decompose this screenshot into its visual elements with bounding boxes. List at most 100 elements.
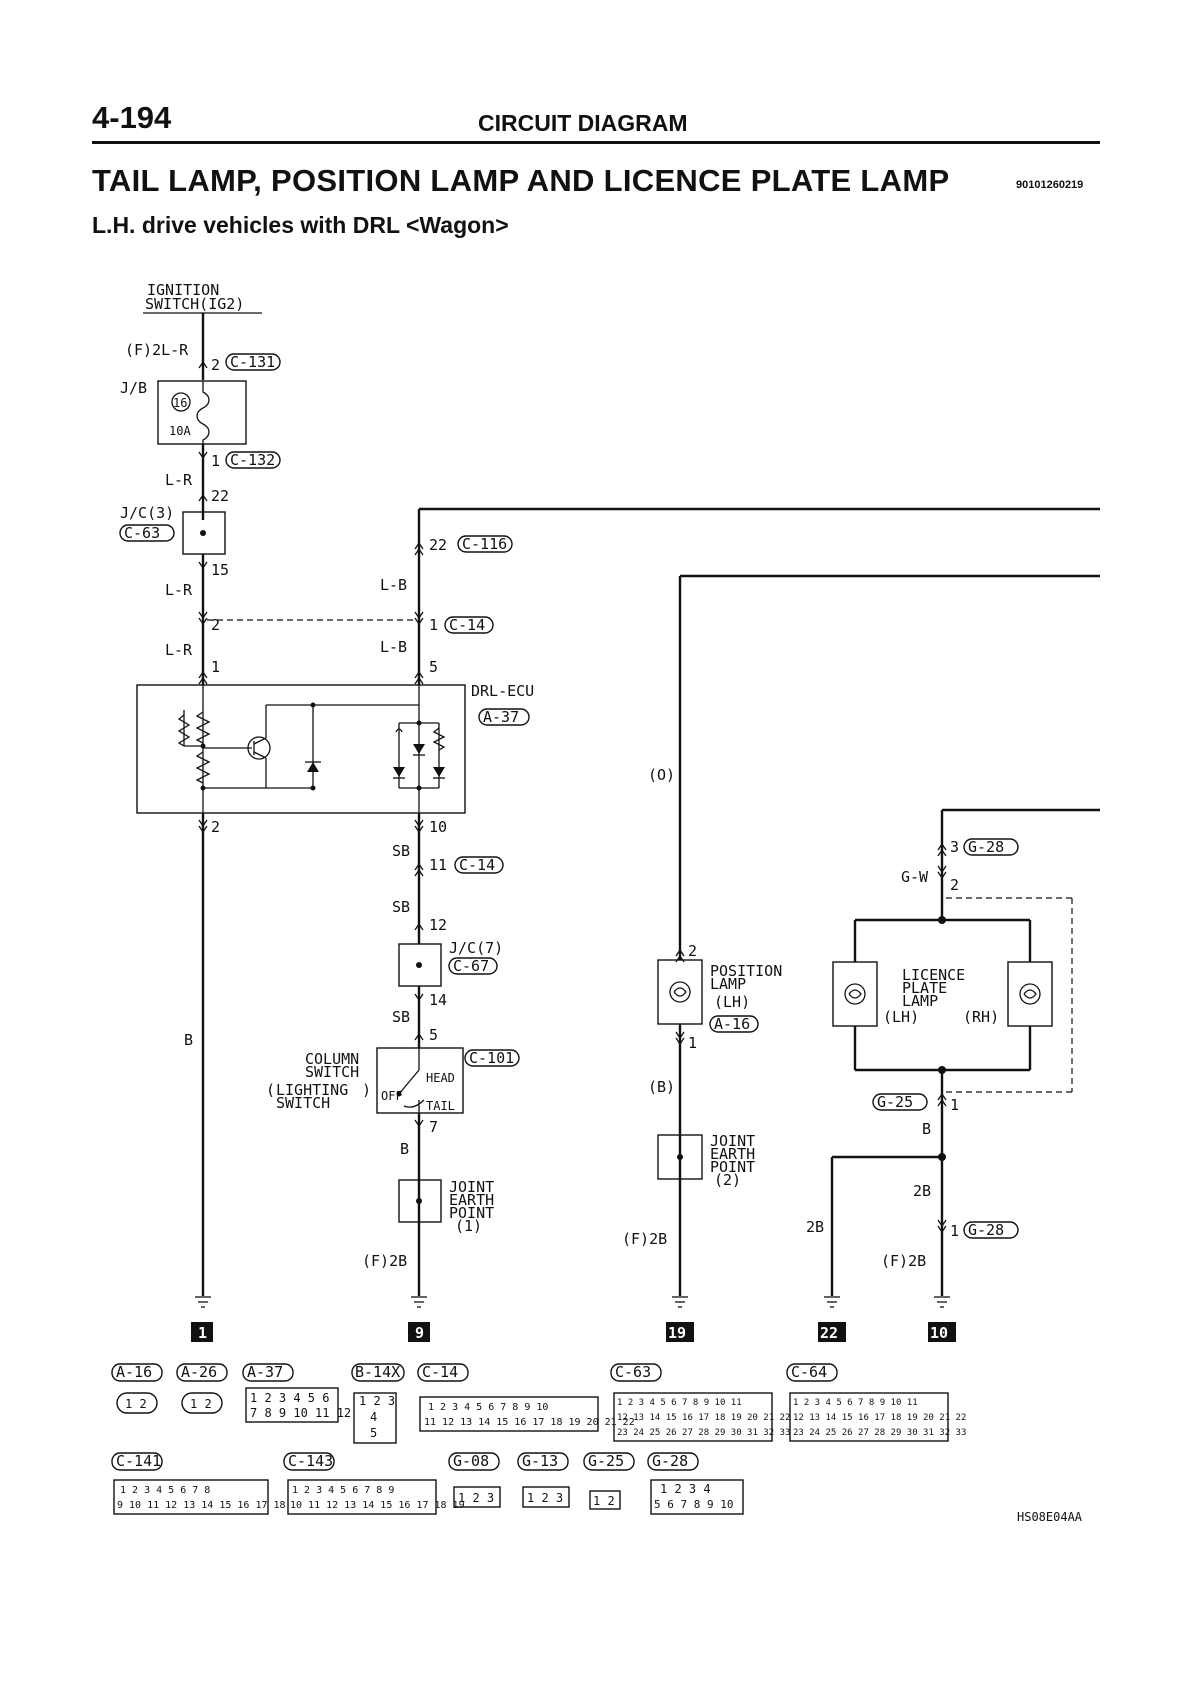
connector-c64-icon: [789, 1392, 949, 1442]
column-switch-label-2: SWITCH: [305, 1063, 359, 1081]
legend-g28-label: G-28: [652, 1452, 688, 1470]
wire-label-f2b-3: (F)2B: [881, 1252, 926, 1270]
ground-icon: [411, 1296, 427, 1308]
earth-ref-22: 22: [818, 1322, 846, 1342]
svg-text:9 10 11 12 13 14 15 16 17 18: 9 10 11 12 13 14 15 16 17 18: [117, 1500, 286, 1511]
legend-c143-label: C-143: [288, 1452, 333, 1470]
pin-11: 11: [429, 856, 447, 874]
legend-a37-label: A-37: [247, 1363, 283, 1381]
earth-ref-1: 1: [191, 1322, 213, 1342]
connector-c63-icon: [613, 1392, 773, 1442]
legend-a16-label: A-16: [116, 1363, 152, 1381]
svg-text:1 2 3: 1 2 3: [527, 1491, 563, 1505]
connector-c143-icon: [287, 1479, 437, 1515]
earth-ground-icons: [195, 1296, 950, 1308]
svg-text:1 2 3 4: 1 2 3 4: [660, 1482, 711, 1496]
ground-icon: [672, 1296, 688, 1308]
wire-label-lr-1: L-R: [165, 471, 193, 489]
switch-tail-label: TAIL: [426, 1099, 455, 1113]
drl-ecu: DRL-ECU A-37: [136, 682, 534, 814]
legend-c63-label: C-63: [615, 1363, 651, 1381]
diode-icon-2: [413, 744, 425, 754]
svg-text:1 2 3 4 5 6 7 8 9 10: 1 2 3 4 5 6 7 8 9 10: [428, 1402, 548, 1413]
connector-g13-icon: [522, 1486, 570, 1508]
page-title: TAIL LAMP, POSITION LAMP AND LICENCE PLA…: [92, 163, 950, 198]
page-number: 4-194: [92, 100, 172, 135]
earth-ref-19: 19: [666, 1322, 694, 1342]
ignition-switch-label-1: IGNITION: [147, 281, 219, 299]
svg-text:12 13 14 15 16 17 18 19 20 21: 12 13 14 15 16 17 18 19 20 21 22: [617, 1413, 790, 1423]
fuse-number: 16: [173, 396, 187, 410]
ignition-switch: IGNITION SWITCH(IG2): [143, 281, 262, 314]
pin-3: 3: [950, 838, 959, 856]
connector-c14: C-14: [444, 616, 494, 634]
wire-label-sb-3: SB: [392, 1008, 410, 1026]
jep2-label-1: JOINT: [710, 1132, 755, 1150]
connector-a26-icon: [181, 1392, 223, 1414]
pin-22b: 22: [429, 536, 447, 554]
svg-text:9: 9: [415, 1324, 424, 1342]
wire-label-f2b-1: (F)2B: [362, 1252, 407, 1270]
legend-a37-bot: 7 8 9 10 11 12: [250, 1406, 351, 1420]
wire-label-2b-2: 2B: [806, 1218, 824, 1236]
connector-g28-icon: [650, 1479, 744, 1515]
licence-lamp-label-3: LAMP: [902, 992, 938, 1010]
pin-1c: 1: [429, 616, 438, 634]
resistor-icon: [195, 711, 211, 744]
wire-label-f2lr: (F)2L-R: [125, 341, 189, 359]
switch-head-label: HEAD: [426, 1071, 455, 1085]
pin-2b: 2: [211, 616, 220, 634]
svg-text:19: 19: [668, 1324, 686, 1342]
pin-12: 12: [429, 916, 447, 934]
junction-block: J/B 16 10A: [120, 379, 247, 445]
connector-g28: G-28: [963, 838, 1019, 856]
legend-a37-top: 1 2 3 4 5 6: [250, 1391, 329, 1405]
pin-1d: 1: [688, 1034, 697, 1052]
svg-text:5: 5: [370, 1426, 377, 1440]
svg-text:4: 4: [370, 1410, 377, 1424]
pin-2: 2: [211, 356, 220, 374]
connector-c141-icon: [113, 1479, 269, 1515]
svg-text:G-28: G-28: [968, 1221, 1004, 1239]
connector-b14x-icon: [353, 1392, 397, 1444]
document-code: 90101260219: [1016, 179, 1084, 191]
svg-text:C-14: C-14: [459, 856, 495, 874]
svg-text:C-132: C-132: [230, 451, 275, 469]
position-lamp-lh: POSITION LAMP (LH) A-16: [657, 959, 782, 1033]
figure-code: HS08E04AA: [1017, 1510, 1083, 1524]
wire-label-sb-2: SB: [392, 898, 410, 916]
pin-7: 7: [429, 1118, 438, 1136]
jep1-label-2: EARTH: [449, 1191, 494, 1209]
svg-text:C-131: C-131: [230, 353, 275, 371]
svg-text:C-101: C-101: [469, 1049, 514, 1067]
svg-text:1 2 3: 1 2 3: [458, 1491, 494, 1505]
diode-icon: [393, 767, 405, 777]
svg-text:1 2 3: 1 2 3: [359, 1394, 395, 1408]
connector-legend: A-16 1 2 A-26 1 2 A-37 1 2 3 4 5 6 7 8 9…: [111, 1363, 966, 1515]
svg-text:10: 10: [930, 1324, 948, 1342]
zener-diode-icon: [307, 762, 319, 772]
wire-label-2b-1: 2B: [913, 1182, 931, 1200]
wire-label-lr-3: L-R: [165, 641, 193, 659]
fuse-icon: [196, 381, 210, 444]
svg-text:10 11 12 13 14 15 16 17 18 19: 10 11 12 13 14 15 16 17 18 19: [290, 1500, 465, 1511]
licence-lamp-lh-label: (LH): [883, 1008, 919, 1026]
pin-10: 10: [429, 818, 447, 836]
svg-text:C-14: C-14: [449, 616, 485, 634]
legend-a16-pins: 1 2: [125, 1397, 147, 1411]
earth-ref-9: 9: [408, 1322, 430, 1342]
pin-5b: 5: [429, 1026, 438, 1044]
legend-g08-label: G-08: [453, 1452, 489, 1470]
position-lamp-label-3: (LH): [714, 993, 750, 1011]
svg-text:12 13 14 15 16 17 18 19 20 21: 12 13 14 15 16 17 18 19 20 21 22: [793, 1413, 966, 1423]
connector-c116: C-116: [457, 535, 513, 553]
ground-icon: [934, 1296, 950, 1308]
pin-1: 1: [211, 452, 220, 470]
joint-earth-point-1: JOINT EARTH POINT (1): [398, 1178, 494, 1235]
svg-text:G-28: G-28: [968, 838, 1004, 856]
pin-22: 22: [211, 487, 229, 505]
jep2-label-4: (2): [714, 1171, 741, 1189]
jb-label: J/B: [120, 379, 147, 397]
pin-1e: 1: [950, 1096, 959, 1114]
